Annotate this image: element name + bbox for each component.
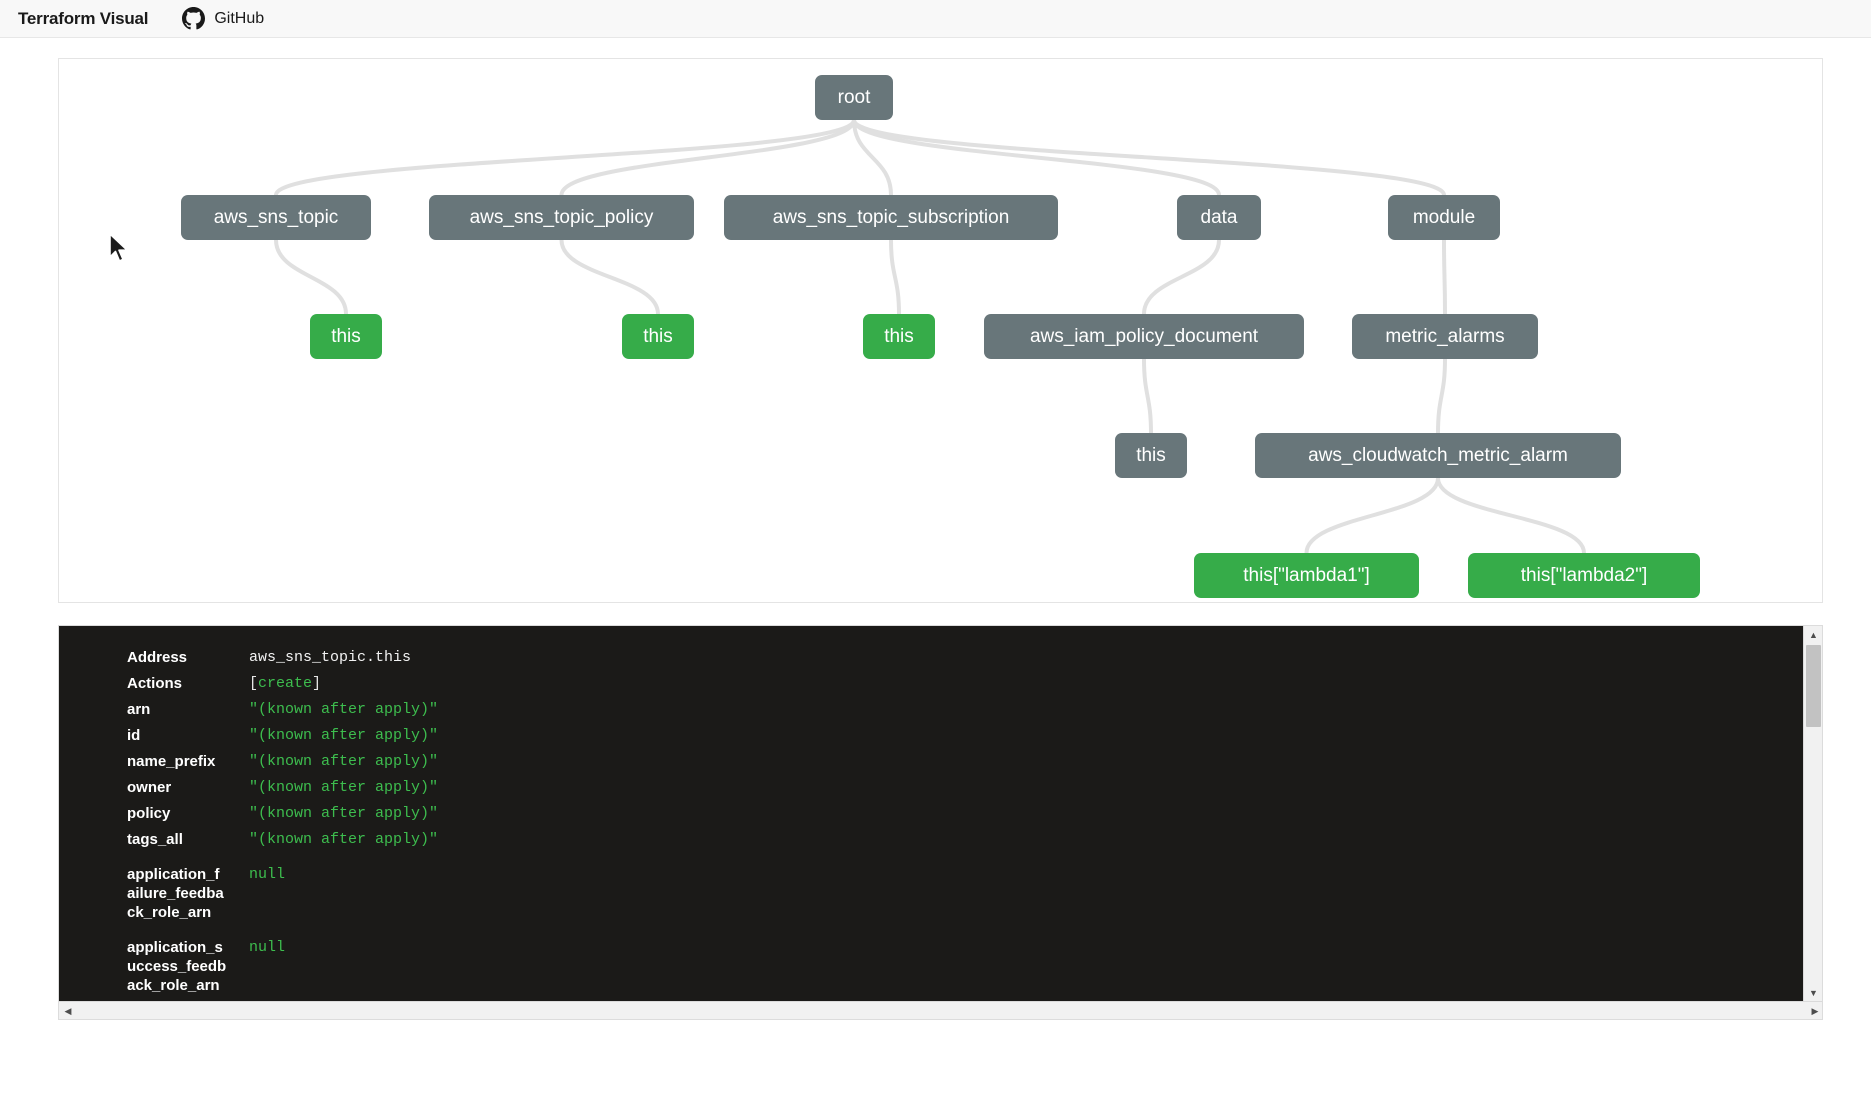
detail-row-value: "(known after apply)" [249,753,439,770]
scroll-left-arrow-icon[interactable]: ◀ [64,1005,72,1016]
graph-edges [274,118,1586,555]
page-title: Terraform Visual [18,8,149,28]
github-link-label: GitHub [214,9,265,27]
scroll-down-arrow-icon[interactable]: ▼ [1809,988,1818,998]
detail-row-value: "(known after apply)" [249,805,439,822]
app-header: Terraform Visual GitHub [0,0,1871,38]
action-bracket-close: ] [312,675,322,692]
detail-row-value: aws_sns_topic.this [249,649,412,666]
graph-edge [1304,476,1440,555]
graph-node-label: aws_sns_topic [213,206,339,228]
action-name: create [258,675,313,692]
graph-node-label: aws_sns_topic_subscription [772,206,1010,228]
detail-row-key: application_failure_feedback_role_arn [127,866,224,921]
graph-node-sns_policy[interactable]: aws_sns_topic_policy [429,195,694,240]
detail-row: Actions [create] [127,674,1804,693]
graph-node-label: root [837,86,871,108]
graph-node-this_d[interactable]: this [1115,433,1187,478]
detail-row-key: application_success_feedback_role_arn [127,939,227,994]
graph-node-label: metric_alarms [1385,325,1505,347]
graph-node-this_b[interactable]: this [622,314,694,359]
graph-node-this_a[interactable]: this [310,314,382,359]
detail-row-key: name_prefix [127,753,216,770]
detail-row-key: Actions [127,675,183,692]
graph-node-cw_alarm[interactable]: aws_cloudwatch_metric_alarm [1255,433,1621,478]
detail-row-key: policy [127,805,171,822]
graph-node-label: this [331,325,361,347]
detail-row: name_prefix "(known after apply)" [127,752,1804,771]
detail-vertical-scrollbar[interactable]: ▲ ▼ [1803,626,1822,1003]
graph-edge [1142,357,1153,435]
detail-row-value: [create] [249,674,321,693]
github-link[interactable]: GitHub [182,7,264,30]
graph-node-label: aws_iam_policy_document [1029,325,1259,347]
detail-row-value: "(known after apply)" [249,727,439,744]
scroll-right-arrow-icon[interactable]: ▶ [1811,1005,1819,1016]
detail-row: Address aws_sns_topic.this [127,648,1804,667]
detail-row: arn "(known after apply)" [127,700,1804,719]
detail-row-value: "(known after apply)" [249,831,439,848]
graph-edge [852,118,1221,197]
detail-row: owner "(known after apply)" [127,778,1804,797]
graph-node-sns_sub[interactable]: aws_sns_topic_subscription [724,195,1058,240]
detail-row: application_success_feedback_role_arn nul… [127,938,1804,995]
graph-node-label: this [1136,444,1166,466]
graph-node-label: aws_cloudwatch_metric_alarm [1308,444,1568,466]
detail-row-value: null [249,939,286,956]
graph-edge [852,118,893,197]
detail-row: id "(known after apply)" [127,726,1804,745]
graph-node-metric_alarms[interactable]: metric_alarms [1352,314,1538,359]
graph-edge [852,118,1446,197]
graph-edge [274,238,348,316]
graph-edge [1436,357,1447,435]
detail-row-value: "(known after apply)" [249,779,439,796]
detail-row-value: "(known after apply)" [249,701,439,718]
graph-edge [559,238,660,316]
graph-edge [1142,238,1221,316]
detail-row-value: null [249,866,286,883]
graph-edge [1442,238,1447,316]
graph-node-root[interactable]: root [815,75,893,120]
graph-node-label: module [1412,206,1476,228]
detail-row-key: tags_all [127,831,183,848]
vertical-scroll-thumb[interactable] [1806,645,1821,727]
detail-horizontal-scrollbar[interactable]: ◀ ▶ [59,1001,1822,1019]
graph-node-label: this["lambda2"] [1520,564,1648,586]
detail-row-key: Address [127,649,188,666]
detail-row: application_failure_feedback_role_arn nul… [127,865,1804,922]
graph-node-this_c[interactable]: this [863,314,935,359]
graph-node-data[interactable]: data [1177,195,1261,240]
detail-row-key: arn [127,701,151,718]
scroll-up-arrow-icon[interactable]: ▲ [1809,630,1818,640]
graph-node-label: aws_sns_topic_policy [469,206,654,228]
detail-row: tags_all "(known after apply)" [127,830,1804,849]
graph-edge [559,118,856,197]
graph-edge [889,238,901,316]
detail-row-key: owner [127,779,172,796]
graph-node-label: data [1200,206,1238,228]
github-icon [182,7,206,30]
graph-node-lambda1[interactable]: this["lambda1"] [1194,553,1419,598]
graph-node-module[interactable]: module [1388,195,1500,240]
detail-row: policy "(known after apply)" [127,804,1804,823]
graph-node-lambda2[interactable]: this["lambda2"] [1468,553,1700,598]
detail-row-key: id [127,727,141,744]
graph-node-label: this [884,325,914,347]
graph-node-label: this["lambda1"] [1243,564,1370,586]
graph-edge [274,118,856,197]
graph-node-iam_doc[interactable]: aws_iam_policy_document [984,314,1304,359]
action-bracket-open: [ [249,675,259,692]
graph-edge [1436,476,1586,555]
graph-node-sns_topic[interactable]: aws_sns_topic [181,195,371,240]
graph-node-label: this [643,325,673,347]
